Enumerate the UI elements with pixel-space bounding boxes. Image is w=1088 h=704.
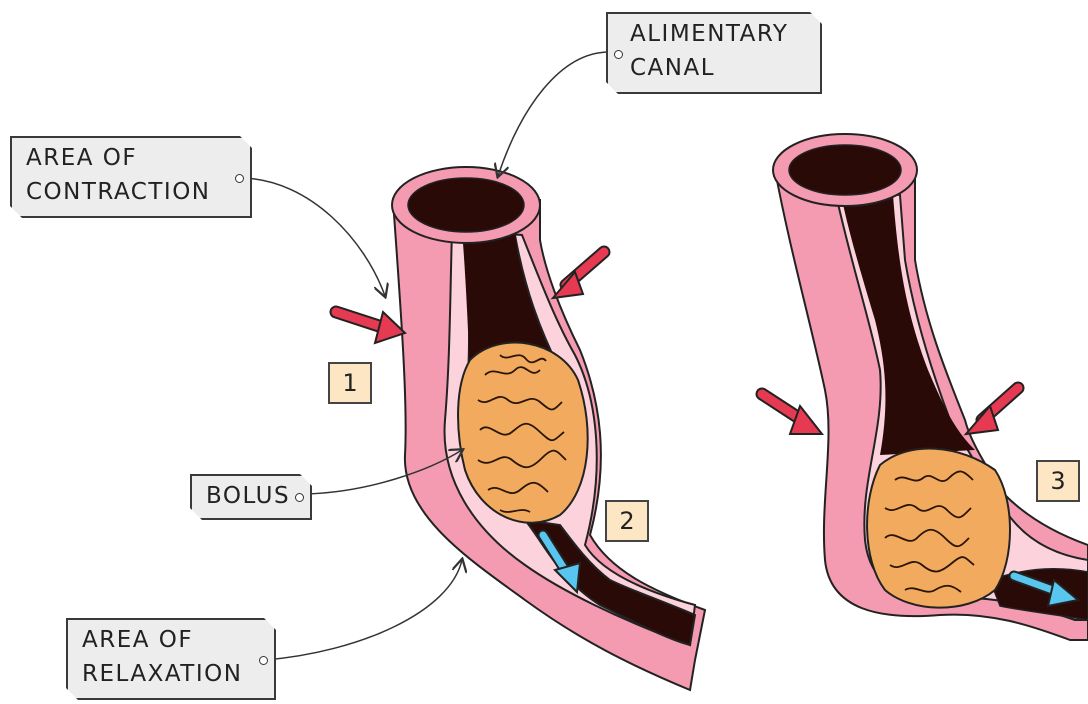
tube-left-opening — [408, 178, 524, 232]
label-alimentary-canal-line2: CANAL — [622, 51, 806, 85]
oesophagus-section-left — [336, 167, 705, 690]
leader-alimentary-canal — [498, 52, 612, 176]
label-bolus: BOLUS — [190, 474, 312, 520]
leader-area-of-relaxation — [265, 560, 462, 660]
oesophagus-section-right — [762, 134, 1088, 640]
tag-hole-icon — [295, 493, 304, 502]
label-area-of-relaxation: AREA OF RELAXATION — [66, 618, 276, 700]
label-area-of-contraction: AREA OF CONTRACTION — [10, 136, 252, 218]
tag-hole-icon — [614, 50, 623, 59]
tag-hole-icon — [259, 656, 268, 665]
step-2-box: 2 — [605, 500, 649, 542]
tube-right-opening — [789, 145, 901, 195]
bolus-left — [458, 343, 588, 523]
step-3-box: 3 — [1036, 460, 1080, 502]
leader-area-of-contraction — [243, 178, 385, 296]
label-area-of-relaxation-line1: AREA OF — [82, 623, 260, 657]
label-alimentary-canal: ALIMENTARY CANAL — [606, 12, 822, 94]
step-1-box: 1 — [328, 362, 372, 404]
label-bolus-text: BOLUS — [206, 479, 296, 513]
label-area-of-contraction-line2: CONTRACTION — [26, 175, 236, 209]
bolus-right — [867, 449, 1010, 608]
label-alimentary-canal-line1: ALIMENTARY — [622, 17, 806, 51]
label-area-of-contraction-line1: AREA OF — [26, 141, 236, 175]
tag-hole-icon — [235, 174, 244, 183]
label-area-of-relaxation-line2: RELAXATION — [82, 657, 260, 691]
